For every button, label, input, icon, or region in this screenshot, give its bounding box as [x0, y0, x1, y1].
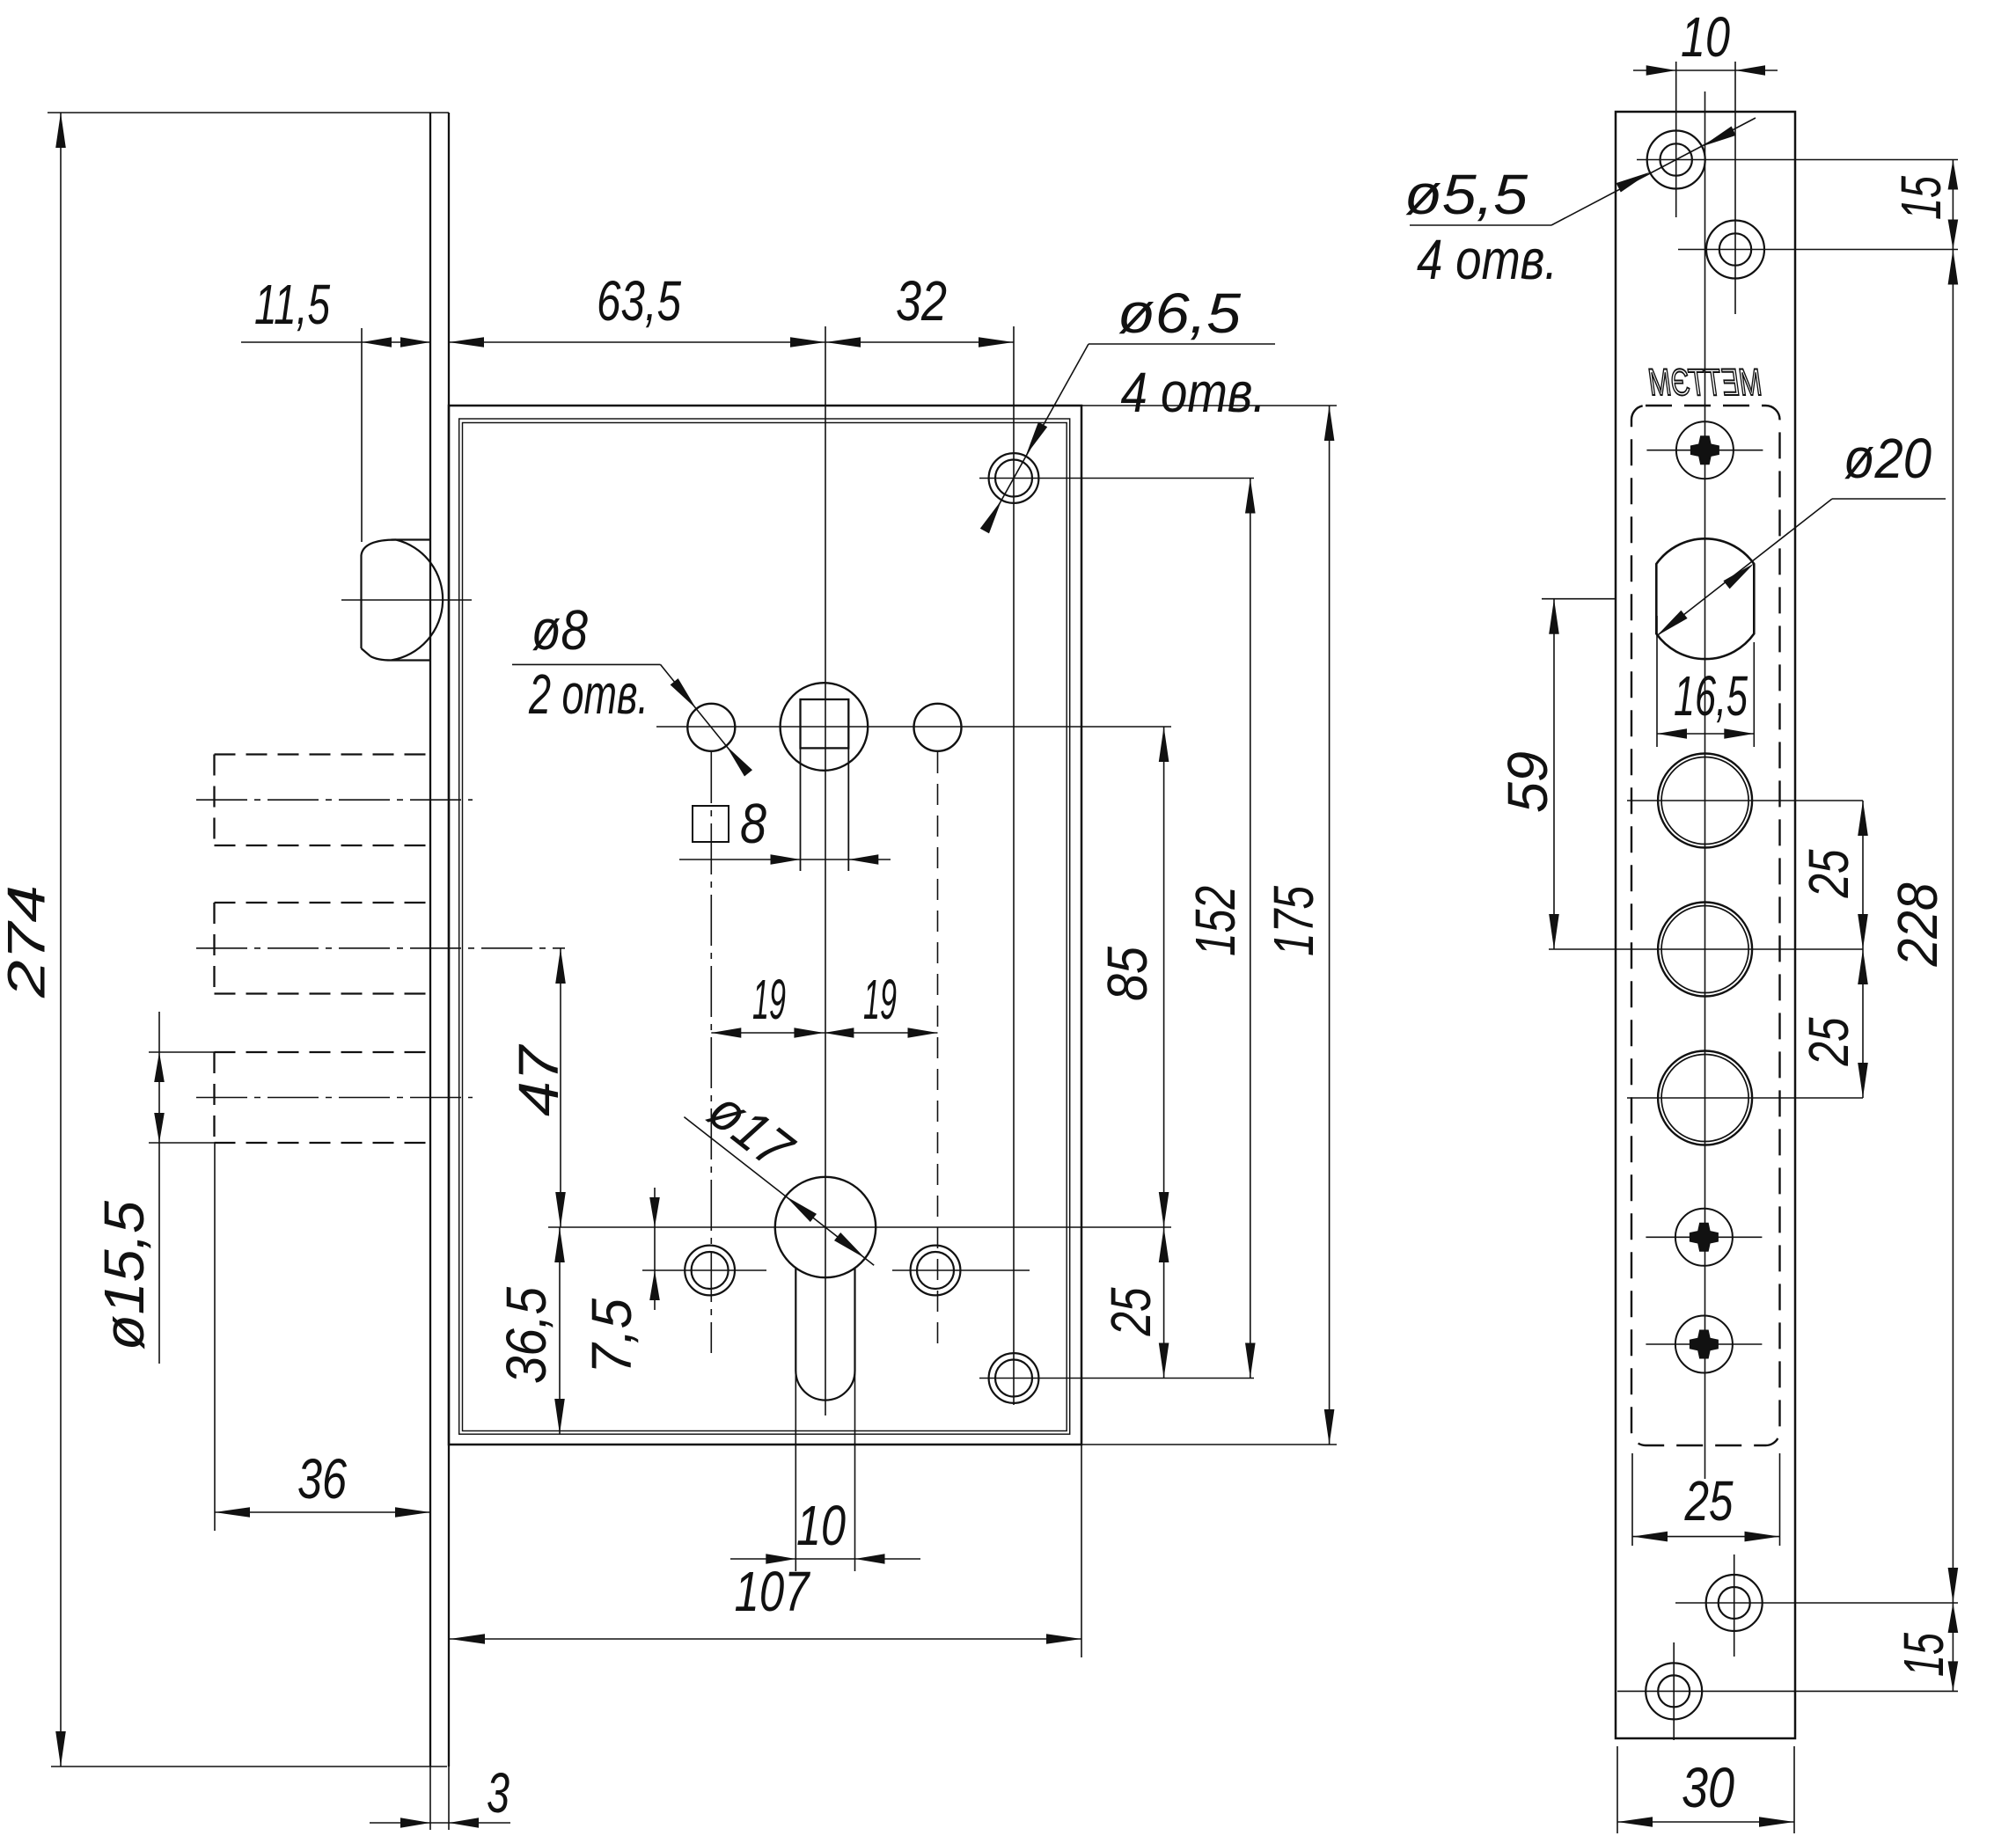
svg-text:4 отв.: 4 отв.	[1417, 228, 1558, 291]
svg-text:59: 59	[1496, 751, 1559, 813]
svg-text:175: 175	[1262, 886, 1325, 956]
svg-text:ø8: ø8	[531, 598, 588, 662]
svg-text:30: 30	[1682, 1756, 1734, 1819]
svg-text:36,5: 36,5	[495, 1287, 558, 1384]
svg-text:152: 152	[1184, 886, 1247, 956]
svg-text:25: 25	[1797, 1017, 1860, 1066]
svg-text:15: 15	[1892, 1633, 1955, 1677]
svg-text:36: 36	[297, 1447, 347, 1510]
svg-text:4 отв.: 4 отв.	[1121, 361, 1266, 424]
svg-text:8: 8	[740, 792, 766, 855]
svg-text:ø20: ø20	[1844, 427, 1932, 490]
svg-text:ø15,5: ø15,5	[92, 1201, 156, 1350]
svg-text:107: 107	[735, 1560, 811, 1623]
svg-text:32: 32	[896, 269, 947, 333]
svg-text:274: 274	[0, 885, 56, 998]
svg-text:10: 10	[796, 1494, 846, 1557]
svg-text:11,5: 11,5	[254, 273, 330, 336]
svg-text:228: 228	[1886, 882, 1949, 967]
svg-text:19: 19	[863, 968, 897, 1031]
svg-text:63,5: 63,5	[597, 269, 681, 333]
svg-text:25: 25	[1684, 1469, 1734, 1532]
svg-text:85: 85	[1096, 947, 1159, 1001]
svg-text:10: 10	[1681, 5, 1730, 69]
svg-text:19: 19	[752, 968, 786, 1031]
svg-text:ø5,5: ø5,5	[1404, 163, 1528, 226]
svg-text:15: 15	[1889, 176, 1953, 220]
svg-text:МЕТТЭМ: МЕТТЭМ	[1649, 362, 1762, 404]
svg-text:25: 25	[1797, 849, 1860, 898]
svg-text:3: 3	[487, 1761, 509, 1825]
svg-text:25: 25	[1099, 1287, 1162, 1336]
svg-text:ø6,5: ø6,5	[1118, 282, 1241, 345]
svg-text:2 отв.: 2 отв.	[528, 662, 649, 726]
svg-text:16,5: 16,5	[1674, 664, 1748, 728]
svg-text:47: 47	[507, 1043, 570, 1116]
svg-text:7,5: 7,5	[580, 1298, 643, 1374]
